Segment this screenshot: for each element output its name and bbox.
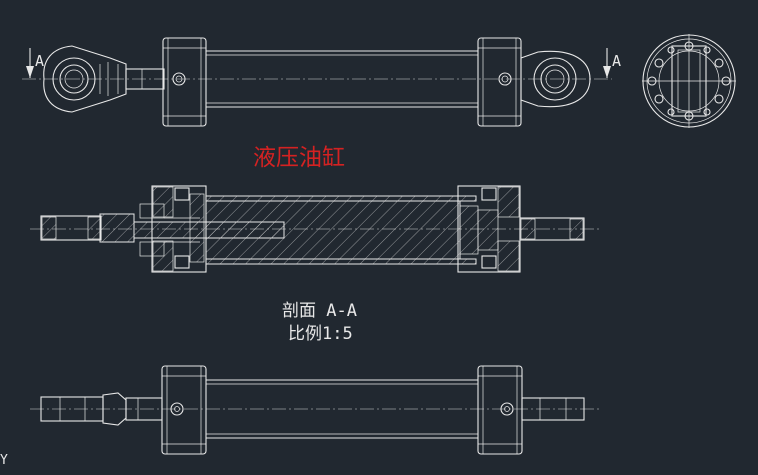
cylinder-barrel — [206, 50, 478, 108]
section-left-cap — [139, 185, 207, 273]
section-label: 剖面 A-A — [282, 301, 357, 321]
right-end-cap — [477, 37, 522, 127]
bottom-view — [30, 365, 600, 455]
top-view: A — [22, 37, 621, 127]
section-right-cap — [457, 185, 521, 273]
left-clevis-eye — [43, 45, 127, 113]
end-view — [642, 34, 736, 128]
section-marker-right-label: A — [612, 52, 621, 70]
section-marker-right: A — [603, 48, 621, 78]
section-marker-left-label: A — [35, 52, 44, 70]
scale-label: 比例1:5 — [288, 324, 353, 344]
ucs-axis-icon: Y — [0, 453, 8, 468]
section-marker-left: A — [26, 48, 44, 78]
top-piston-rod — [125, 68, 165, 90]
right-clevis-eye — [520, 50, 591, 108]
left-end-cap — [162, 37, 207, 127]
drawing-title: 液压油缸 — [253, 145, 345, 171]
section-view — [30, 185, 600, 273]
ucs-axis-label: Y — [0, 453, 8, 468]
